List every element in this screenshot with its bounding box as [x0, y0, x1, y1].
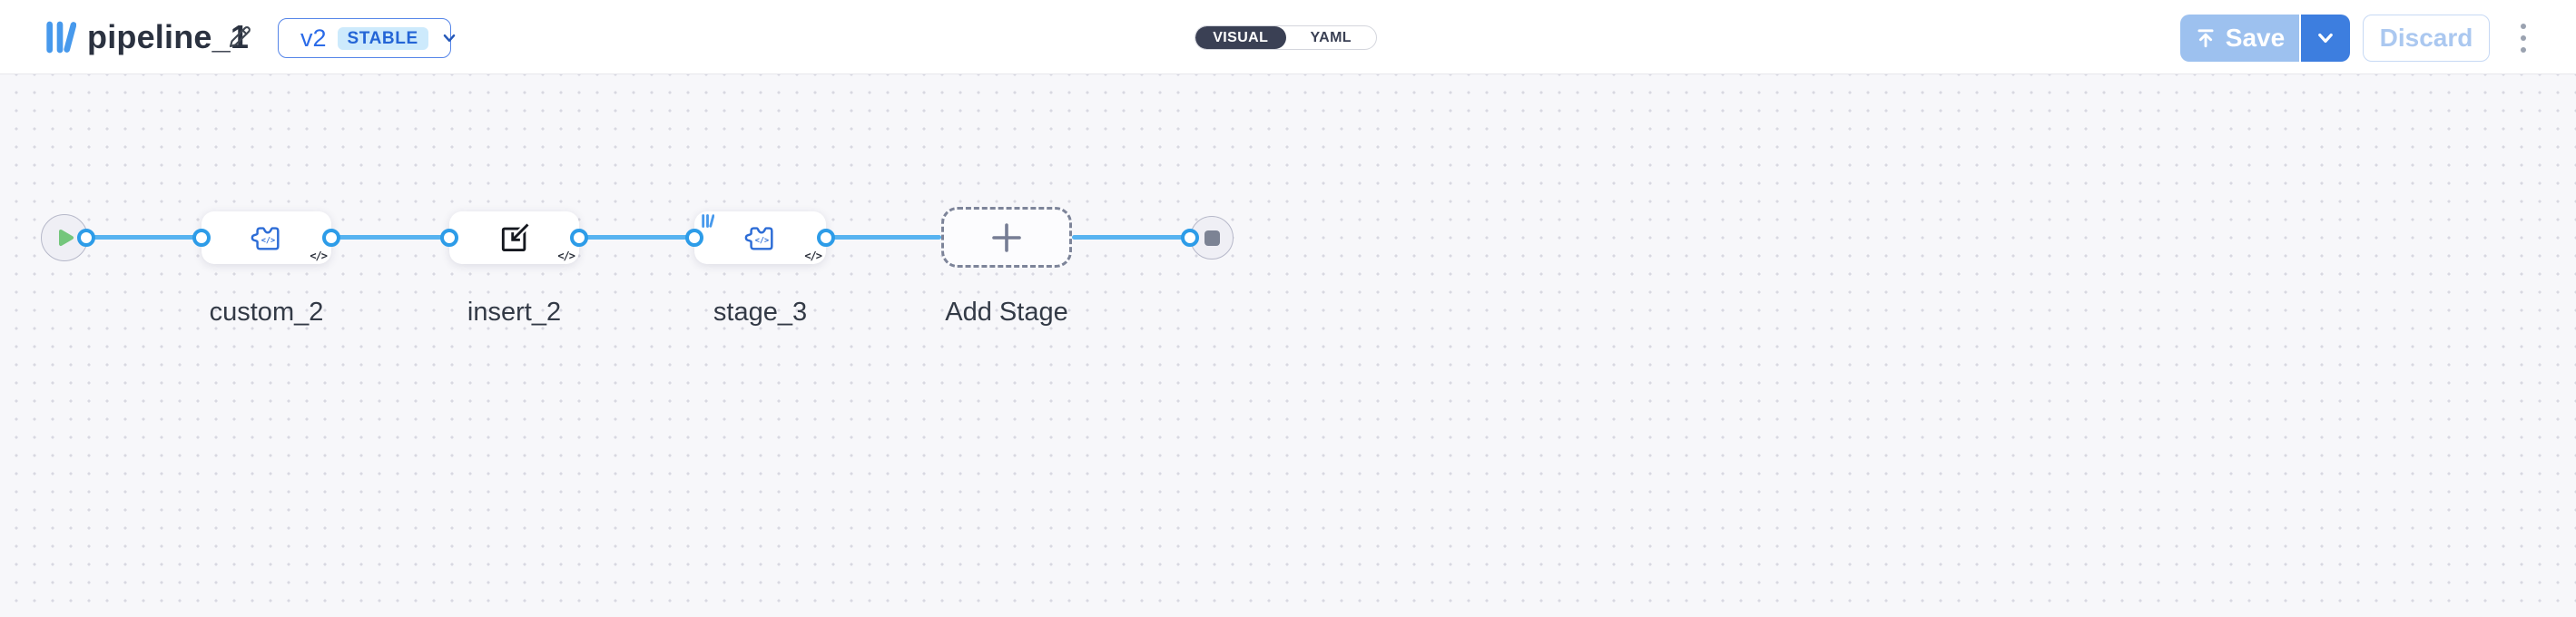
code-badge: </>: [804, 250, 822, 262]
page-title: pipeline_1: [87, 18, 250, 55]
tab-yaml[interactable]: YAML: [1310, 29, 1352, 45]
chevron-down-icon: [2315, 28, 2335, 48]
svg-text:</>: </>: [261, 237, 274, 246]
save-options-dropdown-button[interactable]: [2301, 15, 2350, 62]
upload-icon: [2195, 27, 2217, 49]
port-stage3-out[interactable]: [817, 229, 835, 247]
pipeline-start-node[interactable]: [41, 214, 88, 261]
view-mode-toggle: VISUAL YAML: [1195, 25, 1377, 50]
svg-text:</>: </>: [754, 237, 768, 246]
version-selector-button[interactable]: v2 STABLE: [278, 18, 456, 58]
tab-visual[interactable]: VISUAL: [1195, 26, 1286, 49]
save-split-button: Save: [2180, 15, 2350, 62]
stage-label-custom-2: custom_2: [209, 298, 324, 327]
stop-icon: [1204, 230, 1220, 246]
more-options-button[interactable]: [2509, 18, 2538, 58]
port-start-out[interactable]: [77, 229, 95, 247]
puzzle-code-icon: </>: [248, 221, 286, 254]
edge-start-to-custom2: [86, 235, 202, 240]
plus-icon: [990, 221, 1023, 254]
edge-addstage-to-end: [1072, 235, 1190, 240]
save-button-divider: [2299, 15, 2301, 62]
stage-label-insert-2: insert_2: [467, 298, 562, 327]
edit-title-button[interactable]: [225, 24, 254, 53]
edge-stage3-to-addstage: [826, 235, 941, 240]
puzzle-code-icon: </>: [742, 221, 780, 254]
port-stage3-in[interactable]: [685, 229, 703, 247]
stage-node-stage-3[interactable]: </> </>: [694, 211, 826, 264]
play-icon: [57, 228, 75, 248]
edge-custom2-to-insert2: [331, 235, 449, 240]
import-icon: [497, 220, 532, 255]
brand-logo-badge-icon: [701, 213, 715, 229]
add-stage-label: Add Stage: [945, 298, 1068, 327]
version-label: v2: [300, 24, 327, 52]
kebab-menu-icon: [2521, 24, 2526, 53]
port-end-in[interactable]: [1181, 229, 1199, 247]
save-button[interactable]: Save: [2180, 15, 2299, 62]
save-button-label: Save: [2225, 24, 2286, 52]
pencil-icon: [226, 26, 253, 54]
code-badge: </>: [310, 250, 328, 262]
port-insert2-in[interactable]: [440, 229, 458, 247]
add-stage-button[interactable]: [941, 207, 1072, 268]
port-insert2-out[interactable]: [570, 229, 588, 247]
stage-label-stage-3: stage_3: [713, 298, 808, 327]
port-custom2-out[interactable]: [322, 229, 340, 247]
header-bar: pipeline_1 v2 STABLE VISUAL YAML: [0, 0, 2576, 74]
code-badge: </>: [557, 250, 575, 262]
chevron-down-icon: [441, 30, 457, 46]
stage-node-insert-2[interactable]: </>: [449, 211, 579, 264]
edge-insert2-to-stage3: [579, 235, 694, 240]
stage-node-custom-2[interactable]: </> </>: [202, 211, 331, 264]
discard-button[interactable]: Discard: [2363, 15, 2490, 62]
pipeline-canvas[interactable]: </> </> </>: [0, 74, 2576, 617]
status-badge: STABLE: [337, 26, 428, 50]
brand-logo-icon: [44, 19, 77, 55]
port-custom2-in[interactable]: [192, 229, 211, 247]
